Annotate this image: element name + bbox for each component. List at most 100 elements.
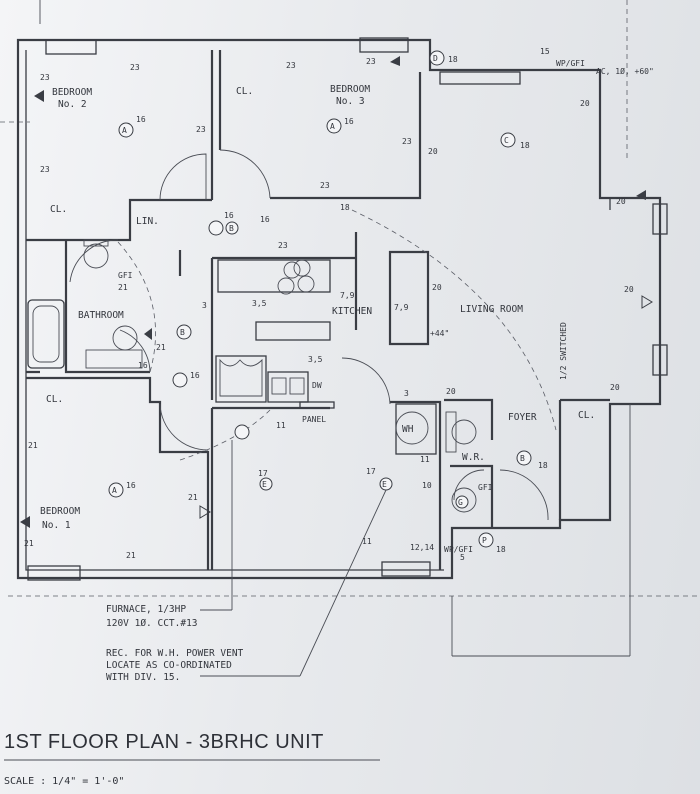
switched-note: 1/2 SWITCHED (559, 322, 568, 380)
door-swings (69, 149, 557, 521)
circuit-number: 21 (156, 343, 166, 352)
circuit-number: 23 (40, 73, 50, 82)
phone-jack-icon (390, 56, 400, 66)
circuit-number: 20 (432, 283, 442, 292)
circuit-number: 21 (28, 441, 38, 450)
fixture-letter-g: G (458, 498, 463, 507)
fixture-letter-d: D (433, 54, 438, 63)
circuit-number: 10 (422, 481, 432, 490)
room-label-bedroom2-line1: BEDROOM (52, 87, 92, 98)
circuit-number: 20 (446, 387, 456, 396)
tv-outlet-icon (641, 295, 653, 309)
light-fixture-e (259, 477, 273, 491)
circuit-number: 20 (610, 383, 620, 392)
light-fixture-g (455, 495, 469, 509)
circuit-number: 16 (190, 371, 200, 380)
phone-jack-icon (636, 190, 646, 200)
light-fixture-a (108, 482, 124, 498)
tv-outlet-icon (199, 505, 211, 519)
windows (27, 37, 668, 581)
circuit-number: 18 (496, 545, 506, 554)
wh-note-line3: WITH DIV. 15. (106, 672, 180, 683)
circuit-number: 21 (188, 493, 198, 502)
leader-line (299, 489, 387, 677)
phone-jack-icon (20, 516, 30, 528)
room-label-bedroom3-line2: No. 3 (336, 96, 365, 107)
circuit-number: 20 (616, 197, 626, 206)
circuit-number: 23 (402, 137, 412, 146)
circuit-number: 23 (40, 165, 50, 174)
circuit-number: 18 (520, 141, 530, 150)
circuit-number: 18 (448, 55, 458, 64)
fixture-letter-e: E (382, 480, 387, 489)
light-fixture-b (225, 221, 239, 235)
circuit-number: 23 (320, 181, 330, 190)
circuit-number: 3 (202, 301, 207, 310)
circuit-number: 11 (362, 537, 372, 546)
fixture-letter-b: B (520, 454, 525, 463)
fixture-letter-p: P (482, 536, 487, 545)
wh-note-line2: LOCATE AS CO-ORDINATED (106, 660, 232, 671)
circuit-number: 20 (580, 99, 590, 108)
wpgfi-note: WP/GFI (444, 545, 473, 554)
circuit-number: 17 (258, 469, 268, 478)
gfi-note: GFI (118, 271, 133, 280)
circuit-number: 23 (196, 125, 206, 134)
fixture-letter-a: A (112, 486, 117, 495)
drawing-title: 1ST FLOOR PLAN - 3BRHC UNIT (4, 731, 324, 753)
fixture-letter-b: B (180, 328, 185, 337)
room-label-bedroom1-line2: No. 1 (42, 520, 71, 531)
phone-jack-icon (34, 90, 44, 102)
circuit-number: 11 (276, 421, 286, 430)
circuit-number: 3 (404, 389, 409, 398)
light-fixture-p (478, 532, 494, 548)
fixture-letter-c: C (504, 136, 509, 145)
circuit-number: 11 (420, 455, 430, 464)
panel-label: PANEL (302, 415, 326, 424)
light-fixture-a (118, 122, 134, 138)
circuit-number: 16 (344, 117, 354, 126)
furnace-note-line2: 120V 1Ø. CCT.#13 (106, 618, 198, 629)
room-label-foyer: FOYER (508, 412, 537, 423)
room-label-linen: LIN. (136, 216, 159, 227)
circuit-number: 12,14 (410, 543, 434, 552)
furnace-note-line1: FURNACE, 1/3HP (106, 604, 186, 615)
circuit-number: 15 (540, 47, 550, 56)
circuit-number: 5 (460, 553, 465, 562)
fixture-letter-a: A (122, 126, 127, 135)
circuit-number: 16 (126, 481, 136, 490)
ac-note: AC, 1Ø, +60" (596, 66, 654, 76)
circuit-number: 16 (138, 361, 148, 370)
circuit-number: 17 (366, 467, 376, 476)
light-fixture-a (326, 118, 342, 134)
furnace-symbol (234, 424, 250, 440)
circuit-number: 16 (260, 215, 270, 224)
circuit-number: 18 (340, 203, 350, 212)
fixture-letter-e: E (262, 480, 267, 489)
room-label-closet: CL. (236, 86, 253, 97)
light-fixture-c (500, 132, 516, 148)
circuit-number: 21 (126, 551, 136, 560)
light-fixture-d (429, 50, 445, 66)
circuit-number: 16 (224, 211, 234, 220)
circuit-number: 21 (24, 539, 34, 548)
smoke-alarm (172, 372, 188, 388)
circuit-number: 23 (286, 61, 296, 70)
circuit-number: 18 (538, 461, 548, 470)
circuit-number: 16 (136, 115, 146, 124)
circuit-number: 3,5 (308, 355, 323, 364)
circuit-number: 7,9 (394, 303, 409, 312)
light-fixture-b (176, 324, 192, 340)
wpgfi-note: WP/GFI (556, 59, 585, 68)
phone-jack-icon (144, 328, 152, 340)
exterior-walls (16, 38, 662, 580)
interior-walls (26, 50, 610, 570)
circuit-number: 3,5 (252, 299, 267, 308)
room-label-living-room: LIVING ROOM (460, 304, 523, 315)
room-label-wr: W.R. (462, 452, 485, 463)
room-label-bathroom: BATHROOM (78, 310, 124, 321)
room-label-bedroom1-line1: BEDROOM (40, 506, 80, 517)
circuit-number: 23 (366, 57, 376, 66)
room-label-kitchen: KITCHEN (332, 306, 372, 317)
